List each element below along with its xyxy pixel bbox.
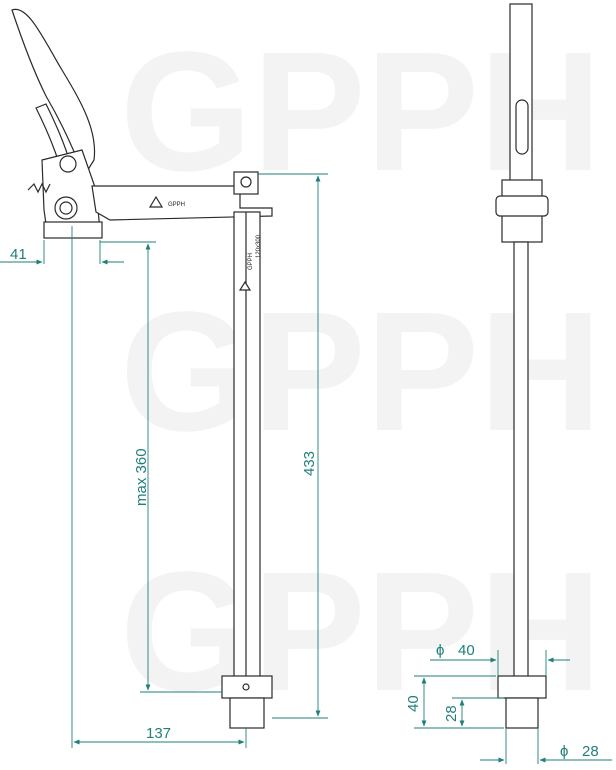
collar-screw (242, 683, 250, 691)
front-collar (497, 675, 547, 699)
front-foot-tip (505, 697, 539, 729)
front-spindle-bar (513, 241, 529, 679)
dimension-lines (0, 173, 612, 764)
warning-triangle (148, 195, 164, 208)
dimension-labels: 41 max 360 433 137 ϕ 40 40 28 ϕ 28 (10, 246, 599, 760)
dim-max-360: max 360 (133, 448, 150, 506)
dim-40-height: 40 (405, 695, 422, 712)
dim-137: 137 (146, 725, 171, 742)
bar-size-label: 120x300 (256, 234, 262, 258)
bar-warning-triangle (238, 280, 252, 291)
arm-brand-label: GPPH (168, 202, 185, 208)
dim-phi-28: 28 (582, 743, 599, 760)
front-handle-slot (515, 99, 529, 155)
front-handle (509, 3, 533, 191)
phi-symbol-28: ϕ (560, 743, 568, 760)
arm-block-hole (240, 176, 252, 188)
watermark-text-2: GPPH (120, 277, 602, 467)
bar-brand-label: GPPH (248, 253, 254, 270)
front-view (495, 3, 549, 729)
pressure-foot-tip (229, 697, 265, 729)
phi-symbol-40: ϕ (436, 642, 444, 659)
dim-phi-40: 40 (458, 642, 475, 659)
dim-28-height: 28 (443, 705, 460, 722)
front-pivot-ears (495, 195, 549, 217)
dim-41: 41 (10, 246, 27, 263)
base-plate (43, 221, 103, 239)
side-view: GPPH GPPH 120x300 (11, 8, 273, 729)
pivot-upper (59, 155, 77, 173)
spindle-bar (233, 211, 261, 681)
lever-handle (11, 8, 96, 178)
pivot-lower-inner (59, 201, 73, 215)
dim-433: 433 (301, 451, 318, 476)
spring (27, 182, 51, 194)
